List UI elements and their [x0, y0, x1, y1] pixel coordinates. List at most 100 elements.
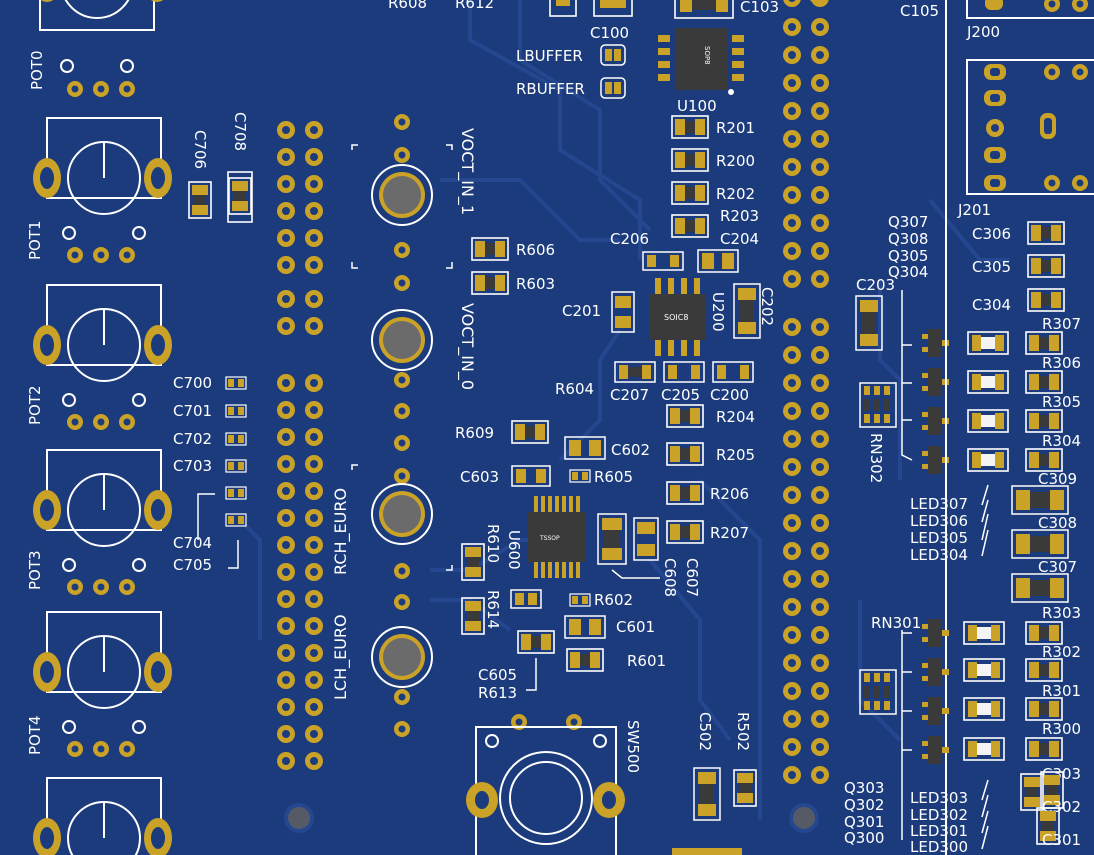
- c309-component[interactable]: [1011, 485, 1069, 515]
- c605-component[interactable]: [517, 630, 555, 654]
- q305-transistor[interactable]: [922, 407, 949, 435]
- r603-component[interactable]: [471, 271, 509, 295]
- q307-transistor[interactable]: [922, 329, 949, 357]
- c103-component[interactable]: [674, 0, 734, 19]
- q304-transistor[interactable]: [922, 446, 949, 474]
- r601-component[interactable]: [566, 648, 604, 672]
- r307-component[interactable]: [1025, 331, 1063, 355]
- c305-component[interactable]: [1027, 254, 1065, 278]
- r605-component[interactable]: [569, 469, 591, 483]
- c202-component[interactable]: [733, 283, 761, 339]
- r204-component[interactable]: [666, 404, 704, 428]
- pot4[interactable]: [33, 611, 172, 757]
- c207-component[interactable]: [614, 361, 656, 383]
- u200-chip[interactable]: SOIC8: [650, 278, 706, 356]
- c607-component[interactable]: [633, 517, 659, 561]
- c700-component[interactable]: [225, 376, 247, 390]
- r606-component[interactable]: [471, 237, 509, 261]
- led305-component[interactable]: [967, 409, 1009, 433]
- r202-component[interactable]: [671, 181, 709, 205]
- c706-component[interactable]: [188, 181, 212, 219]
- net-lch-euro: LCH_EURO: [331, 614, 351, 700]
- u600-chip[interactable]: TSSOP: [528, 496, 586, 578]
- r300-component[interactable]: [1025, 737, 1063, 761]
- c307-component[interactable]: [1011, 573, 1069, 603]
- c100-label: C100: [590, 24, 629, 42]
- c203-component[interactable]: [855, 295, 883, 351]
- rn302-component[interactable]: [859, 382, 897, 428]
- top-partial-pad: [810, 0, 826, 4]
- r305-component[interactable]: [1025, 409, 1063, 433]
- c205-component[interactable]: [663, 361, 705, 383]
- c100-component[interactable]: [593, 0, 633, 17]
- jack-column: [351, 114, 453, 737]
- c601-component[interactable]: [564, 615, 606, 639]
- jack-rch-euro[interactable]: [371, 483, 433, 545]
- jack-lch-euro[interactable]: [371, 626, 433, 688]
- r502-component[interactable]: [733, 769, 757, 807]
- c200-component[interactable]: [712, 361, 754, 383]
- c502-component[interactable]: [693, 767, 721, 821]
- c206-component[interactable]: [642, 251, 684, 271]
- c301-label: C301: [1042, 831, 1081, 849]
- led306-component[interactable]: [967, 370, 1009, 394]
- c306-component[interactable]: [1027, 221, 1065, 245]
- q303-transistor[interactable]: [922, 619, 949, 647]
- c204-component[interactable]: [697, 249, 739, 273]
- c608-component[interactable]: [597, 513, 627, 565]
- c708-component[interactable]: [227, 171, 253, 223]
- c201-component[interactable]: [611, 291, 635, 333]
- r205-component[interactable]: [666, 442, 704, 466]
- j200-connector[interactable]: [966, 0, 1094, 19]
- led300-component[interactable]: [963, 737, 1005, 761]
- pot2[interactable]: [33, 284, 172, 430]
- r302-component[interactable]: [1025, 658, 1063, 682]
- rn301-component[interactable]: [859, 669, 897, 715]
- pot1[interactable]: [33, 117, 172, 263]
- c302-component[interactable]: [1020, 773, 1044, 811]
- led303-component[interactable]: [963, 621, 1005, 645]
- r602-left-component[interactable]: [510, 589, 542, 609]
- c703-component[interactable]: [225, 459, 247, 473]
- led304-component[interactable]: [967, 448, 1009, 472]
- c308-component[interactable]: [1011, 529, 1069, 559]
- u100-chip[interactable]: SOP8: [658, 28, 744, 95]
- jack-voct-in-0[interactable]: [371, 309, 433, 371]
- r614-component[interactable]: [461, 597, 485, 635]
- pot0[interactable]: [33, 0, 171, 97]
- q301-transistor[interactable]: [922, 697, 949, 725]
- rbuffer-jumper[interactable]: [600, 77, 626, 99]
- r304-component[interactable]: [1025, 448, 1063, 472]
- q302-transistor[interactable]: [922, 658, 949, 686]
- led307-component[interactable]: [967, 331, 1009, 355]
- c704-component[interactable]: [225, 486, 247, 500]
- c702-component[interactable]: [225, 432, 247, 446]
- r305-label: R305: [1042, 393, 1081, 411]
- r306-component[interactable]: [1025, 370, 1063, 394]
- led302-component[interactable]: [963, 658, 1005, 682]
- pot3-label: POT3: [26, 550, 44, 590]
- r203-component[interactable]: [671, 214, 709, 238]
- c304-component[interactable]: [1027, 288, 1065, 312]
- c100-top-pad[interactable]: [549, 0, 577, 17]
- lbuffer-jumper[interactable]: [600, 44, 626, 66]
- r602-component[interactable]: [569, 593, 591, 607]
- r303-component[interactable]: [1025, 621, 1063, 645]
- pot3[interactable]: [33, 449, 172, 595]
- j201-connector[interactable]: [966, 59, 1094, 195]
- r609-component[interactable]: [511, 420, 549, 444]
- r206-component[interactable]: [666, 481, 704, 505]
- r301-component[interactable]: [1025, 697, 1063, 721]
- led301-component[interactable]: [963, 697, 1005, 721]
- r200-component[interactable]: [671, 148, 709, 172]
- c701-component[interactable]: [225, 404, 247, 418]
- q300-transistor[interactable]: [922, 736, 949, 764]
- q306-transistor[interactable]: [922, 368, 949, 396]
- led307-label: LED307: [910, 495, 968, 513]
- c602-component[interactable]: [564, 436, 606, 460]
- sw500-switch[interactable]: [466, 714, 625, 855]
- r207-component[interactable]: [666, 520, 704, 544]
- c603-component[interactable]: [511, 465, 551, 487]
- jack-voct-in-1[interactable]: [371, 164, 433, 226]
- r201-component[interactable]: [671, 115, 709, 139]
